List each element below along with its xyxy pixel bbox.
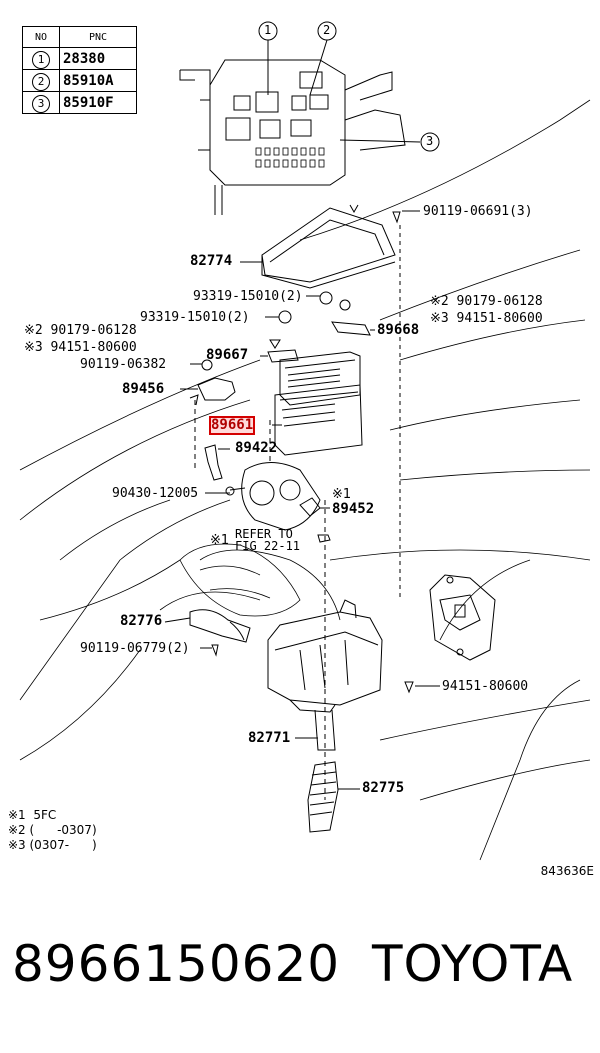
note-line: ※1 5FC — [8, 808, 57, 822]
legend-row: 3 85910F — [22, 91, 137, 114]
variant-mark-refer: ※1 — [210, 533, 230, 548]
exploded-view-drawing — [19, 21, 591, 861]
part-label-90179-06128-left[interactable]: ※2 90179-06128 — [24, 323, 137, 338]
refer-text-line1: REFER TO — [235, 527, 293, 541]
part-label-89667[interactable]: 89667 — [206, 347, 249, 363]
diagram-code: 843636E — [540, 864, 594, 878]
legend-row: 1 28380 — [22, 47, 137, 70]
part-label-82774[interactable]: 82774 — [190, 253, 233, 269]
part-label-94151-80600-right[interactable]: ※3 94151-80600 — [430, 311, 543, 326]
part-label-93319-15010-a[interactable]: 93319-15010(2) — [193, 289, 303, 304]
part-label-89668[interactable]: 89668 — [377, 322, 420, 338]
part-label-93319-15010-b[interactable]: 93319-15010(2) — [140, 310, 250, 325]
legend-table: NO PNC 1 28380 2 85910A 3 85910F — [22, 26, 137, 114]
part-label-90119-06382[interactable]: 90119-06382 — [80, 357, 167, 372]
legend-row: 2 85910A — [22, 69, 137, 92]
note-line: ※3 (0307- ) — [8, 838, 97, 852]
callout-3: 3 — [426, 134, 434, 148]
legend-header-pnc: PNC — [59, 26, 137, 48]
legend-number: 2 — [32, 73, 50, 91]
legend-pnc[interactable]: 85910F — [59, 91, 137, 114]
note-line: ※2 ( -0307) — [8, 823, 97, 837]
part-label-90119-06779[interactable]: 90119-06779(2) — [80, 641, 190, 656]
part-label-82775[interactable]: 82775 — [362, 780, 405, 796]
legend-header-no: NO — [22, 26, 60, 48]
part-label-82771[interactable]: 82771 — [248, 730, 291, 746]
part-label-89456[interactable]: 89456 — [122, 381, 165, 397]
part-label-90179-06128-right[interactable]: ※2 90179-06128 — [430, 294, 543, 309]
variant-mark-89452: ※1 — [332, 487, 352, 502]
part-label-94151-80600[interactable]: 94151-80600 — [442, 679, 529, 694]
part-number: 8966150620 — [12, 935, 341, 993]
legend-number: 3 — [32, 95, 50, 113]
legend-number: 1 — [32, 51, 50, 69]
part-label-90430-12005[interactable]: 90430-12005 — [112, 486, 199, 501]
part-label-82776[interactable]: 82776 — [120, 613, 163, 629]
legend-pnc[interactable]: 85910A — [59, 69, 137, 92]
part-label-89661-highlighted[interactable]: 89661 — [208, 416, 256, 435]
part-label-89452[interactable]: 89452 — [332, 501, 375, 517]
brand-name: TOYOTA — [372, 935, 574, 993]
part-label-90119-06691[interactable]: 90119-06691(3) — [423, 204, 533, 219]
callout-1: 1 — [264, 23, 272, 37]
part-label-89422[interactable]: 89422 — [235, 440, 278, 456]
part-label-94151-80600-left[interactable]: ※3 94151-80600 — [24, 340, 137, 355]
refer-text-line2[interactable]: FIG 22-11 — [235, 539, 301, 553]
legend-pnc[interactable]: 28380 — [59, 47, 137, 70]
callout-2: 2 — [323, 23, 331, 37]
variant-notes: ※1 5FC ※2 ( -0307) ※3 (0307- ) — [8, 808, 97, 853]
